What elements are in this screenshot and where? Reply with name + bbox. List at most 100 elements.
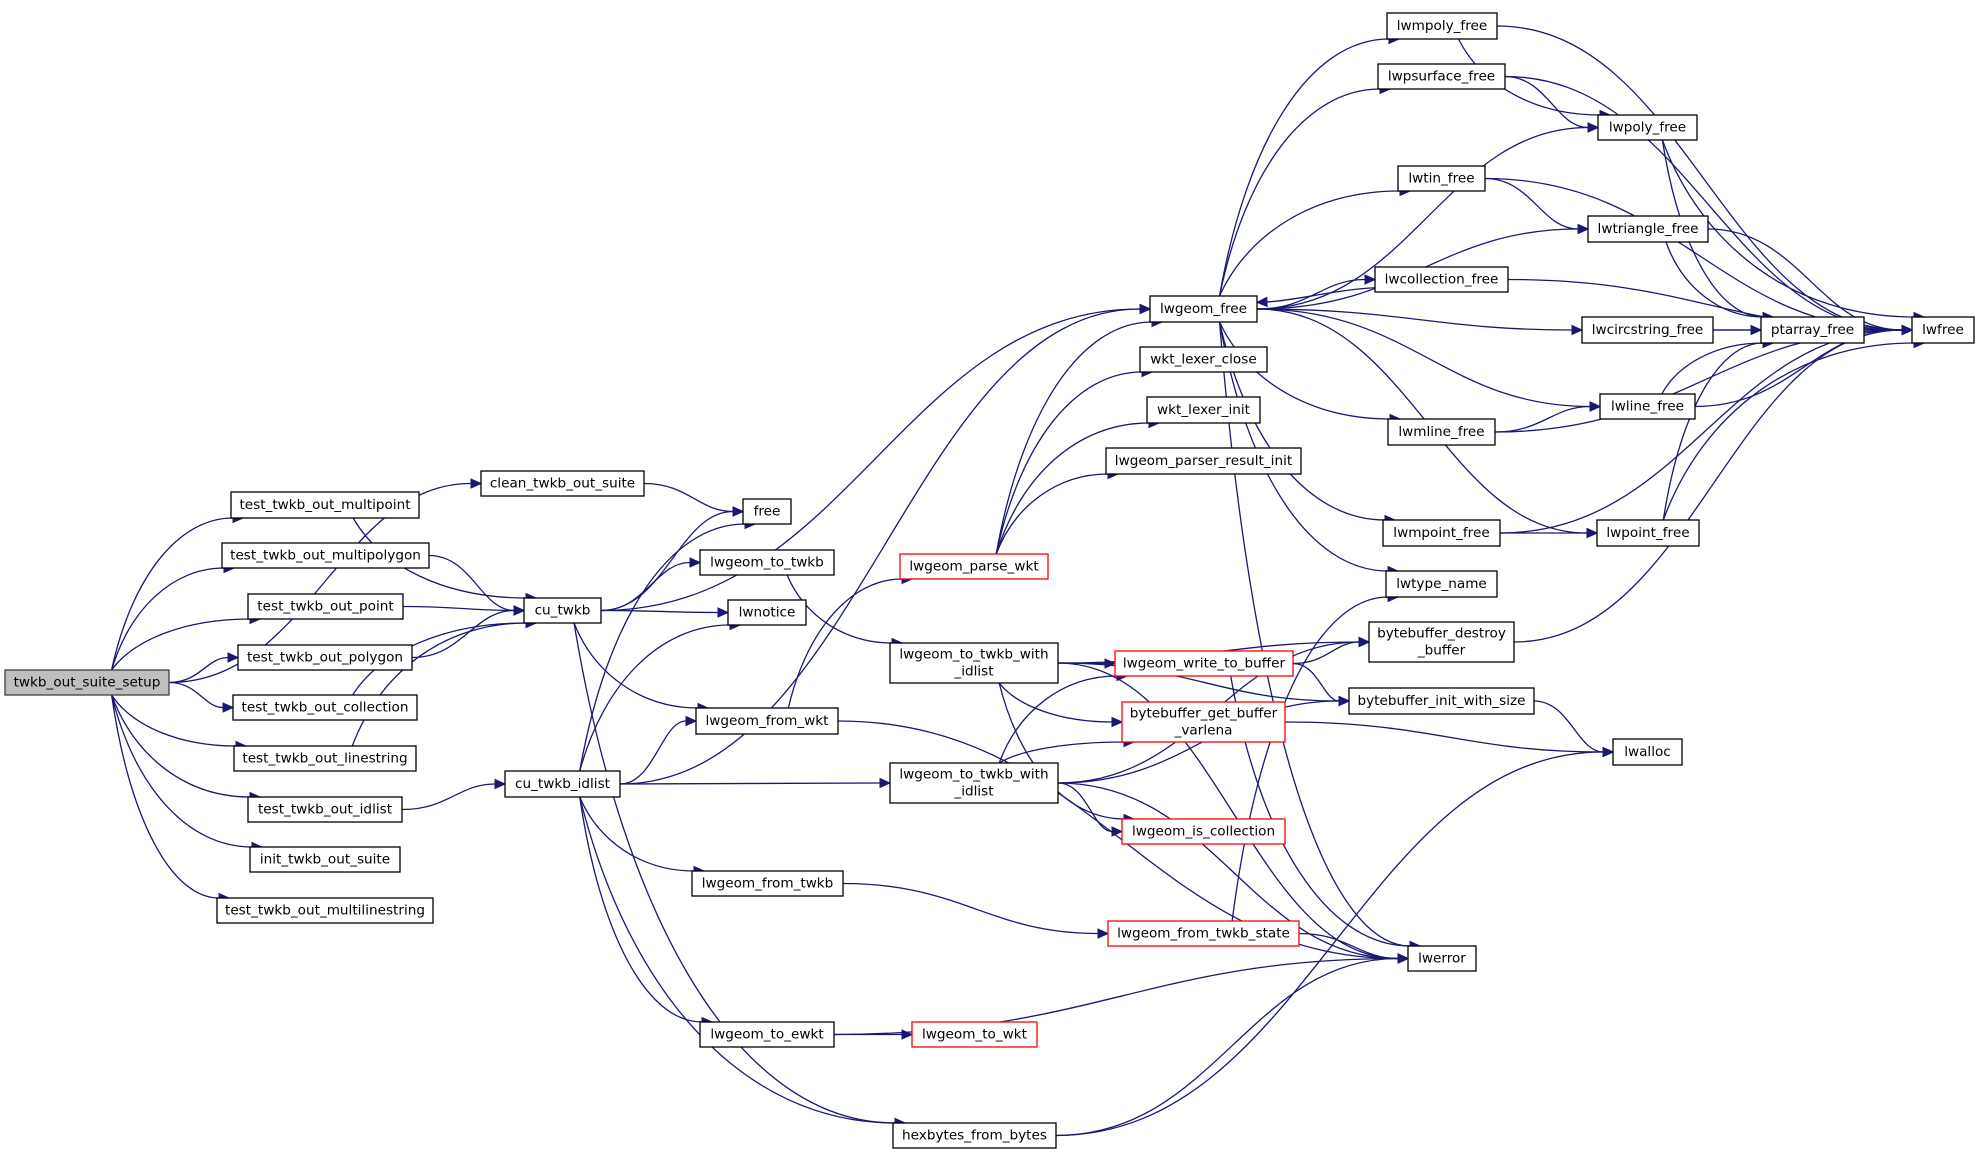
node-lwgeom-write-to-buffer[interactable]: lwgeom_write_to_buffer (1114, 650, 1294, 677)
node-lwgeom-to-ewkt[interactable]: lwgeom_to_ewkt (699, 1021, 835, 1048)
node-box[interactable] (1374, 266, 1509, 293)
node-lwtin-free[interactable]: lwtin_free (1397, 165, 1486, 192)
node-box[interactable] (1121, 818, 1286, 845)
node-box[interactable] (1377, 63, 1506, 90)
node-box[interactable] (247, 593, 404, 620)
node-box[interactable] (247, 796, 403, 823)
node-box[interactable] (1597, 114, 1698, 141)
node-lwgeom-to-twkb[interactable]: lwgeom_to_twkb (699, 549, 835, 576)
node-box[interactable] (1587, 215, 1709, 243)
node-box[interactable] (216, 897, 434, 924)
node-box[interactable] (504, 770, 621, 798)
node-box[interactable] (1121, 701, 1286, 743)
node-init-twkb-out-suite[interactable]: init_twkb_out_suite (249, 846, 401, 873)
node-lwcollection-free[interactable]: lwcollection_free (1374, 266, 1509, 293)
node-box[interactable] (1146, 396, 1261, 424)
node-box[interactable] (233, 745, 417, 772)
node-hexbytes-from-bytes[interactable]: hexbytes_from_bytes (892, 1122, 1057, 1149)
node-box[interactable] (523, 597, 602, 624)
node-lwgeom-is-collection[interactable]: lwgeom_is_collection (1121, 818, 1286, 845)
node-box[interactable] (480, 470, 645, 497)
node-box[interactable] (1397, 165, 1486, 192)
node-box[interactable] (1596, 519, 1700, 547)
node-box[interactable] (1385, 570, 1498, 598)
node-lwnotice[interactable]: lwnotice (727, 599, 807, 626)
node-lwpoint-free[interactable]: lwpoint_free (1596, 519, 1700, 547)
node-box[interactable] (230, 491, 420, 519)
node-test-twkb-out-collection[interactable]: test_twkb_out_collection (232, 694, 418, 721)
node-wkt-lexer-init[interactable]: wkt_lexer_init (1146, 396, 1261, 424)
node-box[interactable] (249, 846, 401, 873)
node-test-twkb-out-multipolygon[interactable]: test_twkb_out_multipolygon (221, 542, 430, 569)
node-lwgeom-parse-wkt[interactable]: lwgeom_parse_wkt (899, 553, 1049, 580)
node-bytebuffer-init-with-size[interactable]: bytebuffer_init_with_size (1348, 687, 1535, 715)
node-lwmpoint-free[interactable]: lwmpoint_free (1382, 519, 1501, 547)
node-box[interactable] (911, 1021, 1038, 1048)
node-lwerror[interactable]: lwerror (1407, 945, 1477, 972)
node-lwtype-name[interactable]: lwtype_name (1385, 570, 1498, 598)
node-box[interactable] (742, 498, 792, 525)
node-box[interactable] (1368, 621, 1515, 663)
node-box[interactable] (695, 707, 839, 735)
node-box[interactable] (1911, 316, 1975, 344)
node-lwgeom-from-twkb[interactable]: lwgeom_from_twkb (691, 870, 844, 897)
node-lwalloc[interactable]: lwalloc (1612, 738, 1683, 766)
node-cu-twkb-idlist[interactable]: cu_twkb_idlist (504, 770, 621, 798)
node-cu-twkb[interactable]: cu_twkb (523, 597, 602, 624)
node-box[interactable] (699, 1021, 835, 1048)
node-box[interactable] (1348, 687, 1535, 715)
node-box[interactable] (4, 669, 170, 696)
node-clean-twkb-out-suite[interactable]: clean_twkb_out_suite (480, 470, 645, 497)
node-box[interactable] (1760, 316, 1865, 344)
node-box[interactable] (1386, 12, 1498, 40)
node-box[interactable] (1139, 346, 1268, 373)
node-twkb-out-suite-setup[interactable]: twkb_out_suite_setup (4, 669, 170, 696)
node-box[interactable] (889, 762, 1059, 804)
node-box[interactable] (1599, 393, 1696, 420)
node-test-twkb-out-polygon[interactable]: test_twkb_out_polygon (237, 644, 413, 671)
node-box[interactable] (1581, 316, 1714, 344)
node-lwgeom-to-wkt[interactable]: lwgeom_to_wkt (911, 1021, 1038, 1048)
node-box[interactable] (691, 870, 844, 897)
node-test-twkb-out-multilinestring[interactable]: test_twkb_out_multilinestring (216, 897, 434, 924)
node-test-twkb-out-multipoint[interactable]: test_twkb_out_multipoint (230, 491, 420, 519)
node-bytebuffer-destroy-buffer[interactable]: bytebuffer_destroy_buffer (1368, 621, 1515, 663)
node-bytebuffer-get-buffer-varlena[interactable]: bytebuffer_get_buffer_varlena (1121, 701, 1286, 743)
node-box[interactable] (237, 644, 413, 671)
node-lwgeom-from-twkb-state[interactable]: lwgeom_from_twkb_state (1107, 920, 1300, 947)
node-box[interactable] (1114, 650, 1294, 677)
node-wkt-lexer-close[interactable]: wkt_lexer_close (1139, 346, 1268, 373)
node-lwmpoly-free[interactable]: lwmpoly_free (1386, 12, 1498, 40)
node-lwfree[interactable]: lwfree (1911, 316, 1975, 344)
node-lwmline-free[interactable]: lwmline_free (1387, 418, 1496, 446)
node-box[interactable] (1382, 519, 1501, 547)
node-box[interactable] (899, 553, 1049, 580)
node-box[interactable] (699, 549, 835, 576)
node-free[interactable]: free (742, 498, 792, 525)
node-box[interactable] (1105, 447, 1302, 475)
node-lwgeom-free[interactable]: lwgeom_free (1149, 295, 1258, 323)
node-test-twkb-out-point[interactable]: test_twkb_out_point (247, 593, 404, 620)
node-box[interactable] (892, 1122, 1057, 1149)
node-box[interactable] (232, 694, 418, 721)
node-box[interactable] (221, 542, 430, 569)
node-lwcircstring-free[interactable]: lwcircstring_free (1581, 316, 1714, 344)
node-lwgeom-from-wkt[interactable]: lwgeom_from_wkt (695, 707, 839, 735)
node-box[interactable] (1149, 295, 1258, 323)
node-box[interactable] (1107, 920, 1300, 947)
node-lwpoly-free[interactable]: lwpoly_free (1597, 114, 1698, 141)
node-lwgeom-to-twkb-with-idlist-1[interactable]: lwgeom_to_twkb_with_idlist (889, 642, 1059, 684)
node-lwline-free[interactable]: lwline_free (1599, 393, 1696, 420)
node-lwgeom-parser-result-init[interactable]: lwgeom_parser_result_init (1105, 447, 1302, 475)
node-box[interactable] (727, 599, 807, 626)
node-test-twkb-out-linestring[interactable]: test_twkb_out_linestring (233, 745, 417, 772)
node-box[interactable] (1387, 418, 1496, 446)
node-lwgeom-to-twkb-with-idlist-2[interactable]: lwgeom_to_twkb_with_idlist (889, 762, 1059, 804)
node-ptarray-free[interactable]: ptarray_free (1760, 316, 1865, 344)
node-box[interactable] (889, 642, 1059, 684)
node-box[interactable] (1612, 738, 1683, 766)
node-lwpsurface-free[interactable]: lwpsurface_free (1377, 63, 1506, 90)
node-test-twkb-out-idlist[interactable]: test_twkb_out_idlist (247, 796, 403, 823)
node-box[interactable] (1407, 945, 1477, 972)
node-lwtriangle-free[interactable]: lwtriangle_free (1587, 215, 1709, 243)
